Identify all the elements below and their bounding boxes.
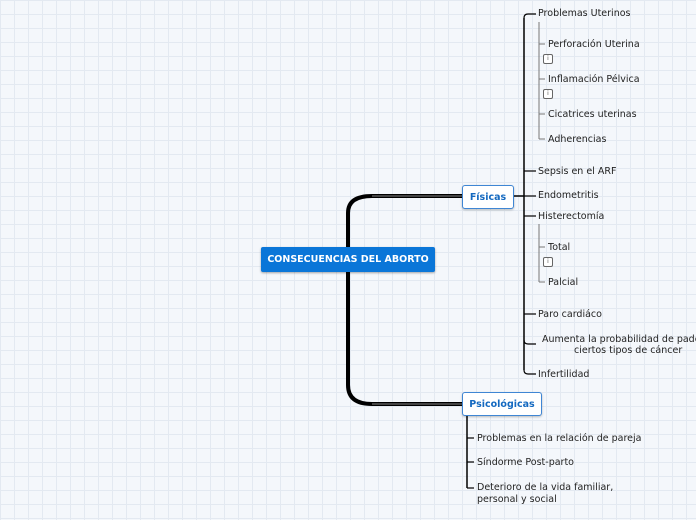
topic-cancer-line-1[interactable]: Aumenta la probabilidad de padecer	[542, 334, 696, 345]
topic-cicatrices-uterinas[interactable]: Cicatrices uterinas	[548, 109, 637, 120]
root-topic[interactable]: CONSECUENCIAS DEL ABORTO	[261, 247, 435, 272]
topic-endometritis[interactable]: Endometritis	[538, 190, 599, 201]
topic-paro-cardiaco[interactable]: Paro cardiáco	[538, 309, 602, 320]
topic-fisicas[interactable]: Físicas	[462, 185, 514, 209]
topic-adherencias[interactable]: Adherencias	[548, 134, 607, 145]
note-icon[interactable]: i	[543, 89, 553, 99]
topic-palcial[interactable]: Palcial	[548, 277, 579, 288]
topic-psicologicas[interactable]: Psicológicas	[462, 392, 542, 416]
note-icon[interactable]: i	[543, 54, 553, 64]
topic-problemas-uterinos[interactable]: Problemas Uterinos	[538, 8, 631, 19]
topic-perforacion-uterina[interactable]: Perforación Uterina	[548, 39, 640, 50]
topic-deterioro-vida[interactable]: Deterioro de la vida familiar, personal …	[477, 482, 614, 505]
topic-cancer-line-2[interactable]: ciertos tipos de cáncer	[574, 345, 683, 356]
note-icon[interactable]: i	[543, 257, 553, 267]
topic-problemas-pareja[interactable]: Problemas en la relación de pareja	[477, 433, 642, 444]
topic-histerectomia[interactable]: Histerectomía	[538, 211, 605, 222]
topic-sepsis[interactable]: Sepsis en el ARF	[538, 166, 617, 177]
topic-inflamacion-pelvica[interactable]: Inflamación Pélvica	[548, 74, 640, 85]
topic-sindrome-post-parto[interactable]: Síndorme Post-parto	[477, 457, 574, 468]
topic-total[interactable]: Total	[548, 242, 571, 253]
topic-infertilidad[interactable]: Infertilidad	[538, 369, 590, 380]
